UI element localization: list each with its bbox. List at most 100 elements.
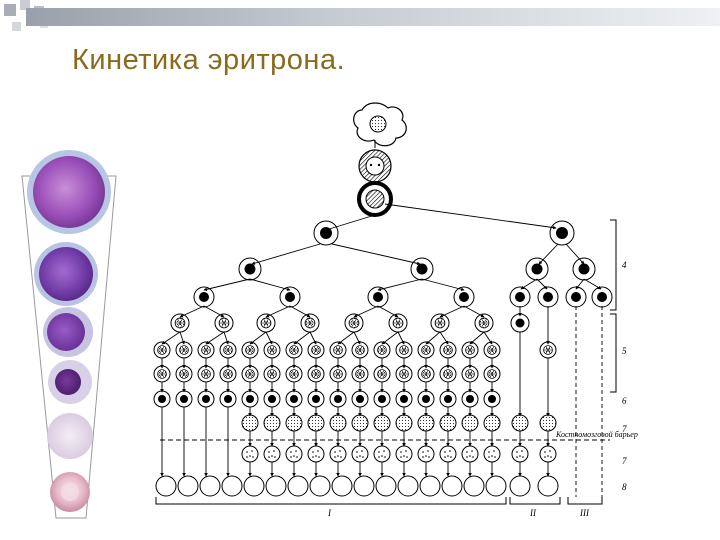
header-bar bbox=[26, 8, 720, 26]
normoblast-cell bbox=[153, 390, 171, 408]
erythroblast-cell bbox=[219, 365, 237, 383]
slide-title: Кинетика эритрона. bbox=[72, 44, 346, 76]
erythroblast-cell bbox=[214, 313, 234, 333]
normoblast-cell bbox=[461, 390, 479, 408]
erythrocyte-cell bbox=[177, 475, 199, 497]
reticulocyte-cell bbox=[351, 445, 369, 463]
erythroblast-cell bbox=[197, 365, 215, 383]
normoblast-cell bbox=[483, 390, 501, 408]
erythroblast-cell bbox=[344, 313, 364, 333]
erythroid-cell bbox=[279, 286, 301, 308]
erythroid-cell bbox=[238, 257, 262, 281]
row-number: 6 bbox=[622, 396, 627, 406]
row-number: 5 bbox=[622, 346, 627, 356]
erythrocyte-cell bbox=[199, 475, 221, 497]
erythroblast-cell bbox=[307, 341, 325, 359]
erythroblast-cell bbox=[461, 341, 479, 359]
normoblast-cell bbox=[241, 390, 259, 408]
group-labels: I II III bbox=[327, 508, 590, 518]
reticulocyte-cell bbox=[307, 445, 325, 463]
reticulocyte-cell bbox=[307, 414, 325, 432]
normoblast-cell bbox=[417, 390, 435, 408]
erythrocyte-cell bbox=[509, 475, 531, 497]
erythroblast-cell bbox=[351, 341, 369, 359]
erythroblast-cell bbox=[417, 341, 435, 359]
erythron-kinetics-diagram: Костномозговой барьер 4 5 6 7 7 8 I II I… bbox=[153, 102, 638, 518]
erythroblast-cell bbox=[285, 365, 303, 383]
erythroid-cell bbox=[537, 286, 559, 308]
reticulocyte-cell bbox=[511, 445, 529, 463]
erythrocyte-cell bbox=[221, 475, 243, 497]
group-label: I bbox=[327, 508, 332, 518]
reticulocyte-cell bbox=[329, 414, 347, 432]
reticulocyte-cell bbox=[241, 445, 259, 463]
erythroblast-cell bbox=[395, 341, 413, 359]
reticulocyte-cell bbox=[47, 413, 93, 459]
erythroblast-cell bbox=[241, 341, 259, 359]
reticulocyte-cell bbox=[373, 445, 391, 463]
normoblast-cell bbox=[285, 390, 303, 408]
erythrocyte-cell bbox=[287, 475, 309, 497]
erythroblast-cell bbox=[461, 365, 479, 383]
erythroblast-cell bbox=[439, 365, 457, 383]
erythroblast-cell bbox=[483, 341, 501, 359]
normoblast-cell bbox=[439, 390, 457, 408]
normoblast-cell bbox=[197, 390, 215, 408]
reticulocyte-cell bbox=[263, 414, 281, 432]
normoblast-cell bbox=[351, 390, 369, 408]
erythrocyte-cell bbox=[265, 475, 287, 497]
reticulocyte-cell bbox=[461, 445, 479, 463]
erythroblast-cell bbox=[153, 365, 171, 383]
reticulocyte-cell bbox=[483, 445, 501, 463]
erythroblast-cell bbox=[329, 365, 347, 383]
erythroid-cell bbox=[525, 257, 549, 281]
reticulocyte-cell bbox=[483, 414, 501, 432]
erythroid-cell bbox=[509, 286, 531, 308]
erythroid-cell bbox=[193, 286, 215, 308]
erythroblast-cell bbox=[395, 365, 413, 383]
erythroid-cell bbox=[565, 286, 587, 308]
erythroblast-cell bbox=[263, 341, 281, 359]
erythroblast-cell bbox=[417, 365, 435, 383]
erythroblast-cell bbox=[219, 341, 237, 359]
group-label: III bbox=[579, 508, 590, 518]
reticulocyte-cell bbox=[285, 414, 303, 432]
erythrocyte-cell bbox=[441, 475, 463, 497]
stem-cells bbox=[353, 102, 407, 217]
erythroblast-cell bbox=[351, 365, 369, 383]
maturation-arrows bbox=[160, 203, 603, 497]
row-number: 8 bbox=[622, 482, 627, 492]
erythroblast-cell bbox=[285, 341, 303, 359]
group-brackets bbox=[155, 497, 603, 505]
normoblast-cell bbox=[219, 390, 237, 408]
erythrocyte-cell bbox=[375, 475, 397, 497]
reticulocyte-cell bbox=[417, 445, 435, 463]
reticulocyte-cell bbox=[329, 445, 347, 463]
erythroblast-cell bbox=[153, 341, 171, 359]
erythroblast-cell bbox=[373, 341, 391, 359]
erythrocyte-cell bbox=[463, 475, 485, 497]
erythroblast-cell bbox=[197, 341, 215, 359]
erythrocyte-cell bbox=[485, 475, 507, 497]
erythrocyte-cell bbox=[353, 475, 375, 497]
barrier-label: Костномозговой барьер bbox=[555, 430, 638, 439]
normoblast-cell bbox=[395, 390, 413, 408]
normoblast-cell bbox=[373, 390, 391, 408]
reticulocyte-cell bbox=[539, 414, 557, 432]
reticulocyte-cell bbox=[285, 445, 303, 463]
reticulocyte-cell bbox=[461, 414, 479, 432]
erythroblast-cell bbox=[175, 341, 193, 359]
erythroblast-cell bbox=[329, 341, 347, 359]
erythroblast-cell bbox=[175, 365, 193, 383]
reticulocyte-cell bbox=[263, 445, 281, 463]
reticulocyte-cell bbox=[417, 414, 435, 432]
erythrocyte-cell bbox=[397, 475, 419, 497]
erythroid-cell bbox=[572, 257, 596, 281]
erythrocyte-cell bbox=[243, 475, 265, 497]
erythrocyte-cell bbox=[155, 475, 177, 497]
erythroblast-cell bbox=[300, 313, 320, 333]
reticulocyte-cell bbox=[395, 414, 413, 432]
reticulocyte-cell bbox=[439, 445, 457, 463]
erythroblast-cell bbox=[510, 313, 530, 333]
erythroblast-cell bbox=[241, 365, 259, 383]
